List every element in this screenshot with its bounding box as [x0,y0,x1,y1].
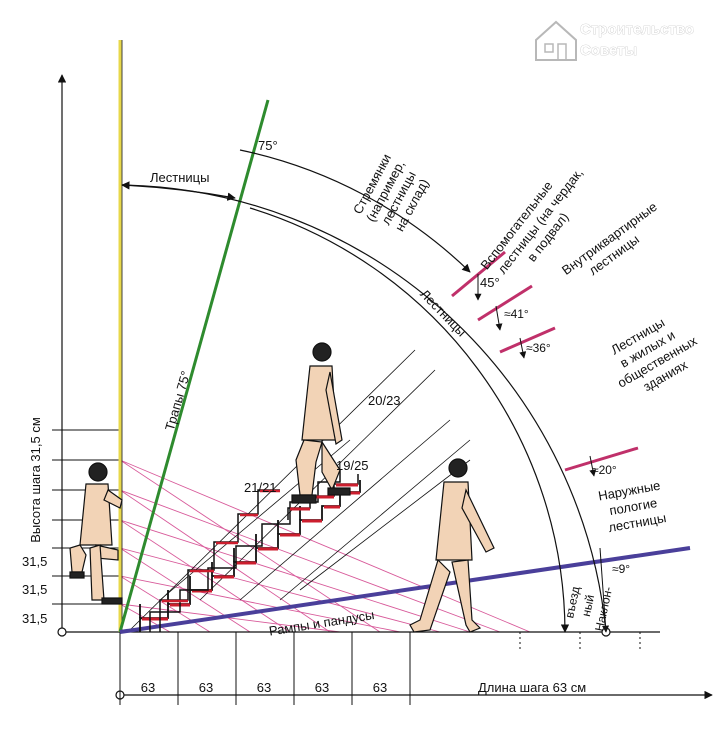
angle-41: ≈41° [504,307,529,321]
angle-45: 45° [480,275,500,290]
stairs-top-arrow [121,181,236,201]
label-intra: Внутриквартирные лестницы [559,199,660,278]
watermark-line1: Строительство [580,21,694,38]
y-axis-label: Высота шага 31,5 см [28,417,43,543]
axes [52,74,713,705]
angle-20: ≈20° [592,463,617,477]
x-tick-label-2: 63 [199,680,213,695]
incl-line3: въезд [562,585,582,619]
person-walking-right [409,458,495,633]
angle-75: 75° [258,138,278,153]
origin-left-marker [57,627,67,637]
incl-line1: Наклон- [592,585,615,632]
watermark-logo: Строительство Советы [535,20,694,61]
angle-9: ≈9° [612,562,630,576]
stepladder-arc [239,149,471,273]
x-axis-label: Длина шага 63 см [478,680,586,695]
x-tick-label-4: 63 [315,680,329,695]
label-auxiliary: Вспомогательные лестницы (на чердак, в п… [477,165,586,276]
label-stairs-top: Лестницы [150,170,209,185]
mark-41 [477,284,533,322]
label-trap: Трапы 75° [162,369,193,432]
y-tick-label-1: 31,5 [22,611,47,626]
ratio-21-21: 21/21 [244,480,277,495]
ratio-20-23: 20/23 [368,393,401,408]
mark-20 [564,446,639,472]
incl-line2: ный [579,593,597,617]
person-climbing-middle [291,342,351,504]
angle-36: ≈36° [526,341,551,355]
label-stairs-arc: Лестницы [417,286,469,339]
person-climbing-left [69,462,123,605]
y-tick-label-2: 31,5 [22,582,47,597]
label-stepladder: Стремянки (например, лестницы на склад) [350,151,432,233]
label-outdoor: Наружные пологие лестницы [597,478,667,535]
mark-36 [499,326,556,354]
trap-75-line [118,99,270,633]
y-tick-label-3: 31,5 [22,554,47,569]
x-tick-label-1: 63 [141,680,155,695]
label-inclined: Наклон- ный въезд [562,585,615,632]
watermark-line2: Советы [580,42,637,59]
label-ramps: Рампы и пандусы [268,607,376,638]
x-tick-label-3: 63 [257,680,271,695]
stairs-arc [249,207,570,633]
ratio-19-25: 19/25 [336,458,369,473]
label-residential: Лестницы в жилых и общественных зданиях [608,315,700,395]
ramp-line [119,546,691,634]
x-tick-label-5: 63 [373,680,387,695]
